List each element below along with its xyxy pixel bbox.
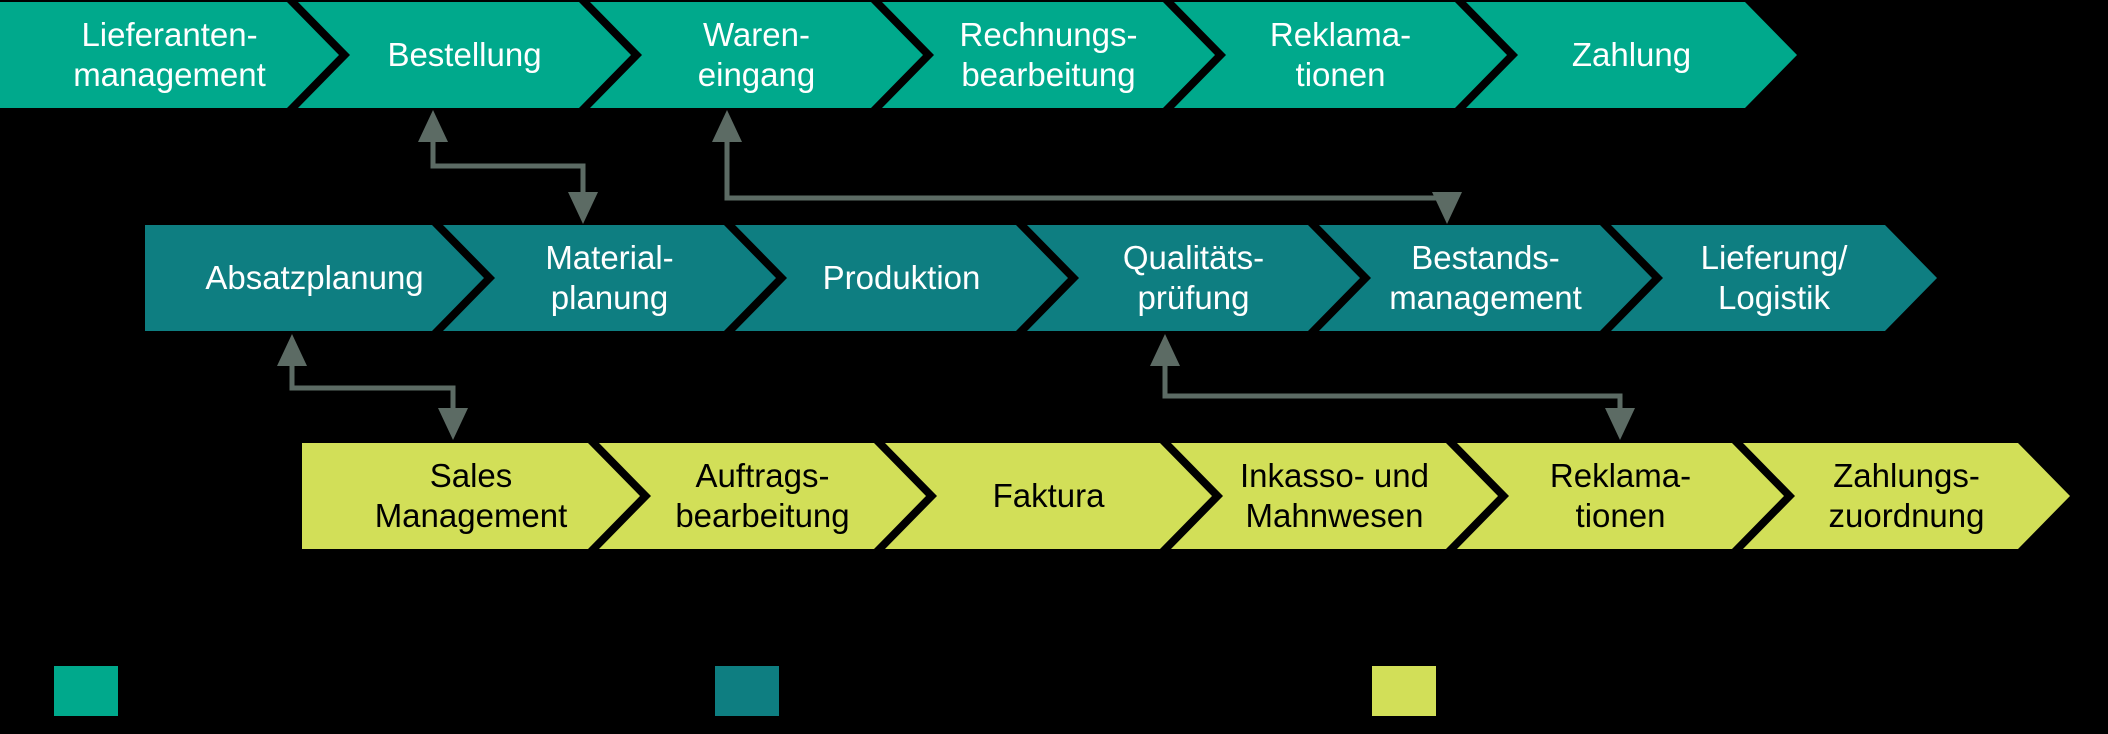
procurement-chain-row [0,2,1797,108]
arrow-up-icon [277,334,307,366]
connector-line [1162,364,1623,410]
legend [54,666,1436,716]
arrow-up-icon [712,110,742,142]
connector-bestellung-materialplanung [418,110,598,224]
chevron-zahlungszuordnung [1743,443,2070,549]
chevron-reklamationen-top [1174,2,1507,108]
arrow-down-icon [438,408,468,440]
chevron-produktion [735,225,1068,331]
connector-absatzplanung-salesmanagement [277,334,468,440]
chevron-bestandsmanagement [1319,225,1652,331]
chevron-materialplanung [443,225,776,331]
arrow-up-icon [418,110,448,142]
legend-swatch-procurement [54,666,118,716]
arrow-down-icon [1605,408,1635,440]
chevron-lieferung-logistik [1611,225,1937,331]
chevron-reklamationen-bottom [1457,443,1784,549]
chevron-rechnungsbearbeitung [882,2,1215,108]
chevron-faktura [885,443,1212,549]
arrow-down-icon [1432,192,1462,224]
connector-line [724,140,1450,201]
chevron-bestellung [298,2,631,108]
arrow-down-icon [568,192,598,224]
chevron-auftragsbearbeitung [599,443,926,549]
arrow-up-icon [1150,334,1180,366]
chevron-lieferantenmanagement [0,2,339,108]
chevron-inkasso-mahnwesen [1171,443,1498,549]
chevron-wareneingang [590,2,923,108]
legend-swatch-production [715,666,779,716]
connector-wareneingang-bestandsmanagement [712,110,1462,224]
chevron-sales-management [302,443,640,549]
sales-chain-row [302,443,2070,549]
chevron-zahlung [1466,2,1797,108]
chevron-qualitaetspruefung [1027,225,1360,331]
connector-line [289,364,456,412]
legend-swatch-sales [1372,666,1436,716]
connector-line [430,140,586,196]
connector-qualitaetspruefung-reklamationen [1150,334,1635,440]
chevron-absatzplanung [145,225,484,331]
production-chain-row [145,225,1937,331]
